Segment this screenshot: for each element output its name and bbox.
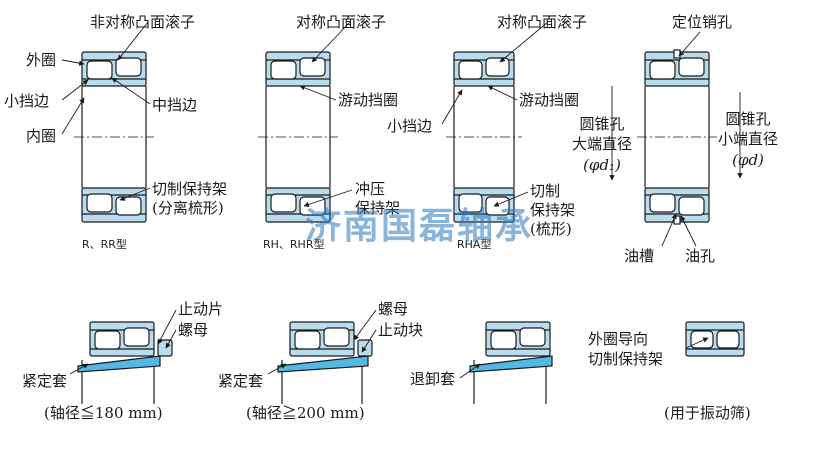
mount-4-roller-left (690, 330, 714, 349)
d3-roller-leader (499, 21, 549, 63)
m2-nut-leader (353, 309, 377, 341)
d4-oil-hole-label: 油孔 (685, 247, 716, 265)
d4-oil-hole-leader (680, 215, 697, 247)
d2-cage-label-2: 保持架 (355, 199, 401, 217)
mount-3-sleeve (469, 355, 553, 373)
mount-1-sleeve (77, 355, 161, 373)
m4-cage-label-2: 切制保持架 (588, 350, 664, 368)
bearing-4-lower-roller-right (678, 196, 705, 216)
d3-roller-type-label: 对称凸面滚子 (497, 13, 588, 31)
d1-roller-type-label: 非对称凸面滚子 (90, 13, 196, 31)
d4-bore-large-2: 大端直径 (571, 135, 632, 153)
d4-pin-leader (678, 31, 701, 57)
m1-note: (轴径≦180 mm) (44, 404, 163, 422)
m2-sleeve-label: 紧定套 (218, 372, 264, 390)
d3-cage-label-3: (梳形) (530, 220, 572, 238)
d1-outer-ring-label: 外圈 (26, 51, 57, 69)
d4-oil-groove-label: 油槽 (624, 247, 655, 265)
bearing-1-lower-roller-left (86, 193, 113, 213)
d3-caption: RHA型 (457, 238, 492, 251)
bearing-4-pin-hole (673, 49, 681, 59)
d3-small-rib-label: 小挡边 (387, 117, 433, 135)
d1-roller-leader (117, 21, 149, 61)
d1-inner-ring-label: 内圈 (26, 127, 57, 145)
d4-pin-hole-label: 定位销孔 (672, 13, 733, 31)
d3-cage-label-1: 切制 (530, 182, 561, 200)
d3-guide-ring-leader (487, 85, 518, 101)
m2-note: (轴径≧200 mm) (246, 404, 365, 422)
bearing-4-upper-roller-left (649, 60, 676, 80)
m3-sleeve-leader (459, 363, 481, 379)
bearing-2-lower-roller-left (270, 193, 297, 213)
m2-lock-block-label: 止动块 (378, 321, 424, 339)
d2-cage-leader (303, 189, 353, 208)
bearing-4-upper-roller-right (678, 57, 705, 77)
d3-small-rib-leader (441, 89, 463, 125)
bearing-4-oil-hole (673, 215, 681, 225)
mount-2-roller-left (294, 330, 321, 350)
d2-roller-type-label: 对称凸面滚子 (296, 13, 387, 31)
mount-4-roller-right (716, 330, 740, 349)
mount-1-roller-right (123, 327, 150, 347)
bearing-3-upper-roller-right (485, 57, 510, 77)
m1-sleeve-label: 紧定套 (22, 372, 68, 390)
d1-small-rib-label: 小挡边 (4, 92, 50, 110)
bearing-3-upper-roller-left (458, 60, 483, 80)
d2-roller-leader (311, 21, 351, 63)
bearing-1-upper-roller-left (86, 60, 113, 80)
d4-groove-leader (661, 213, 677, 247)
bearing-2-upper-roller-left (270, 60, 297, 80)
d3-cage-leader (493, 191, 529, 207)
d1-cage-label-1: 切制保持架 (152, 180, 228, 198)
d4-bore-large-1: 圆锥孔 (579, 115, 625, 133)
bearing-1-upper-roller-right (115, 57, 142, 77)
d1-small-rib-leader (61, 79, 89, 101)
d1-cage-label-2: (分离梳形) (152, 199, 224, 217)
m2-block-leader (361, 329, 377, 353)
mount-1-nut (157, 339, 173, 357)
d1-outer-ring-leader (61, 59, 85, 66)
mount-2-roller-right (323, 327, 350, 347)
d4-bore-small-3: (φd) (732, 151, 764, 169)
m1-washer-leader (157, 309, 177, 345)
m3-sleeve-label: 退卸套 (410, 370, 456, 388)
d3-cage-label-2: 保持架 (530, 201, 576, 219)
watermark: 济南国磊轴承 (305, 206, 534, 247)
bearing-4-lower-roller-left (649, 193, 676, 213)
m1-nut-label: 螺母 (178, 321, 209, 339)
m1-sleeve-leader (69, 363, 89, 375)
m4-note: (用于振动筛) (664, 404, 751, 422)
mount-1-roller-left (94, 330, 121, 350)
d1-inner-ring-leader (61, 97, 85, 135)
m2-sleeve-leader (267, 363, 287, 375)
d4-bore-large-3: (φd₁) (583, 156, 621, 174)
d4-bore-small-1: 圆锥孔 (725, 110, 771, 128)
mount-2-sleeve (277, 355, 369, 373)
d2-guide-ring-label: 游动挡圈 (338, 91, 399, 109)
bearing-2-upper-roller-right (299, 57, 326, 77)
bearing-3-lower-roller-left (458, 193, 483, 213)
d2-caption: RH、RHR型 (263, 238, 325, 251)
d1-caption: R、RR型 (82, 238, 127, 251)
bearing-1-lower-roller-right (115, 196, 142, 216)
m4-cage-label-1: 外圈导向 (588, 330, 649, 348)
d1-middle-rib-label: 中挡边 (152, 96, 198, 114)
d2-cage-label-1: 冲压 (355, 180, 386, 198)
d1-middle-rib-leader (111, 77, 151, 105)
m1-nut-leader (165, 329, 177, 349)
d2-guide-ring-leader (299, 85, 337, 101)
mount-3-roller-right (519, 327, 546, 347)
m1-lock-washer-label: 止动片 (178, 300, 224, 318)
mount-3-roller-left (490, 330, 517, 350)
d3-guide-ring-label: 游动挡圈 (519, 91, 580, 109)
d1-cage-leader (119, 187, 151, 201)
m4-cage-leader (685, 337, 709, 349)
m2-nut-label: 螺母 (378, 300, 409, 318)
d4-bore-small-2: 小端直径 (717, 130, 778, 148)
